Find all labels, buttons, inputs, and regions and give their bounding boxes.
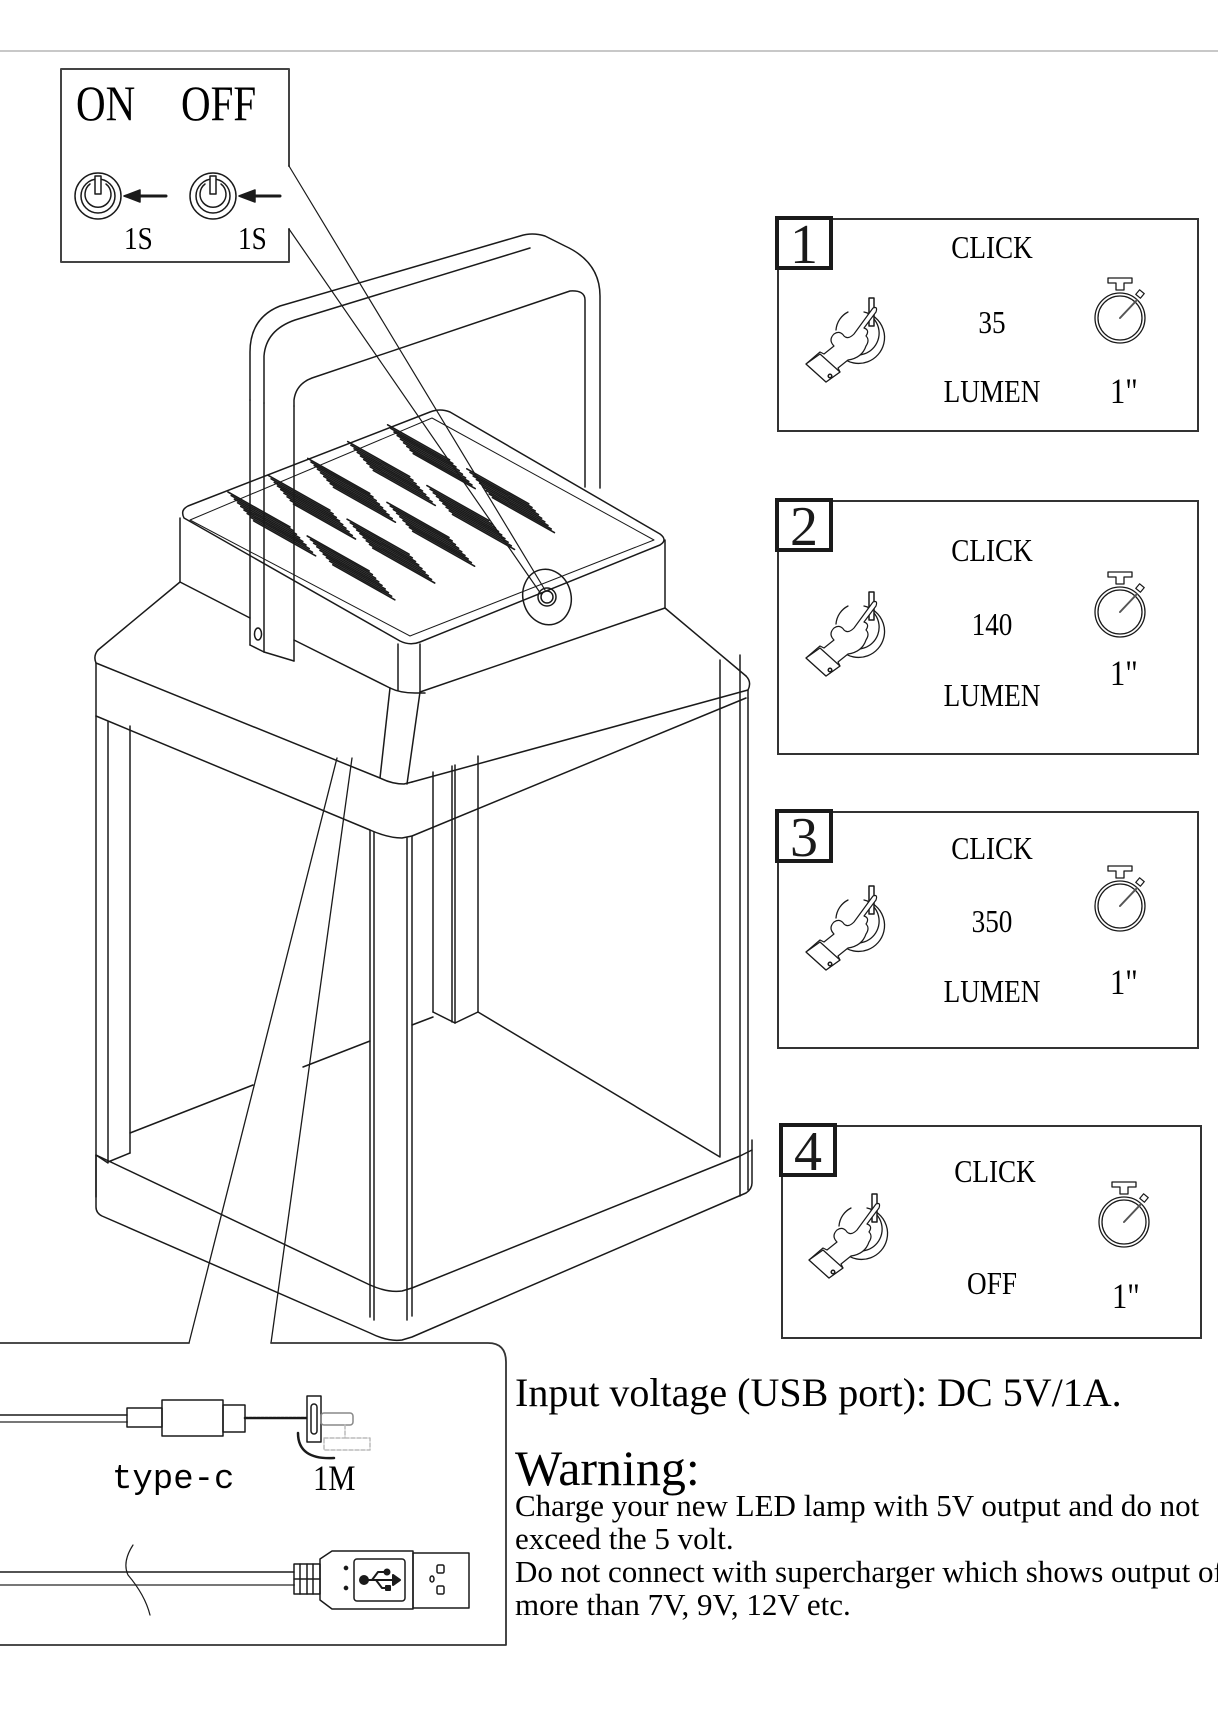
step-2-duration: 1" bbox=[1110, 653, 1138, 693]
solar-cell bbox=[465, 467, 556, 534]
step-panel-2 bbox=[777, 500, 1199, 755]
lamp-roof bbox=[94, 581, 751, 839]
step-4-action: CLICK bbox=[954, 1153, 1036, 1189]
cable-length-label: 1M bbox=[313, 1458, 356, 1498]
hand-press-button-icon bbox=[808, 1193, 889, 1279]
cable-panel-frame bbox=[0, 1342, 507, 1646]
step-number-2: 2 bbox=[775, 498, 833, 555]
power-button-icon bbox=[74, 172, 122, 220]
on-label: ON bbox=[76, 75, 136, 131]
step-1-duration: 1" bbox=[1110, 371, 1138, 411]
cable-leader-lines bbox=[188, 757, 353, 1344]
solar-cells bbox=[227, 423, 556, 601]
step-panel-3 bbox=[777, 811, 1199, 1049]
onoff-callout-frame bbox=[60, 68, 290, 263]
warning-line-2: Do not connect with supercharger which s… bbox=[515, 1554, 1218, 1622]
step-3-unit: LUMEN bbox=[943, 973, 1041, 1009]
solar-cell bbox=[306, 535, 396, 601]
step-2-value: 140 bbox=[971, 606, 1013, 642]
step-2-unit: LUMEN bbox=[943, 677, 1041, 713]
step-3-duration: 1" bbox=[1110, 962, 1138, 1002]
step-1-unit: LUMEN bbox=[943, 373, 1041, 409]
step-icons bbox=[805, 277, 1150, 1279]
solar-cell bbox=[267, 474, 357, 540]
step-2-action: CLICK bbox=[951, 532, 1033, 568]
usb-symbol-icon bbox=[359, 1568, 401, 1591]
on-hold-duration: 1S bbox=[124, 220, 153, 256]
step-number-4: 4 bbox=[779, 1123, 837, 1180]
step-number-1: 1 bbox=[775, 216, 833, 273]
stopwatch-icon bbox=[1094, 571, 1146, 638]
hand-press-button-icon bbox=[805, 591, 886, 677]
step-number-3: 3 bbox=[775, 809, 833, 866]
solar-cell bbox=[346, 440, 437, 507]
lamp-posts bbox=[95, 654, 749, 1321]
off-label: OFF bbox=[181, 75, 257, 131]
warning-line-1: Charge your new LED lamp with 5V output … bbox=[515, 1488, 1200, 1556]
stopwatch-icon bbox=[1094, 277, 1146, 344]
usb-c-plug-icon bbox=[0, 1395, 371, 1460]
hand-press-button-icon bbox=[805, 297, 886, 383]
power-button-icon bbox=[189, 172, 237, 220]
solar-cell bbox=[386, 501, 476, 568]
step-4-duration: 1" bbox=[1112, 1276, 1140, 1316]
arrow-left-icon bbox=[238, 189, 282, 203]
connector-type-label: type-c bbox=[112, 1461, 235, 1499]
top-rule bbox=[0, 50, 1218, 52]
lamp-base bbox=[95, 1011, 753, 1342]
solar-cell bbox=[346, 518, 436, 584]
off-hold-duration: 1S bbox=[238, 220, 267, 256]
roof-power-button bbox=[521, 568, 573, 626]
solar-cell bbox=[426, 484, 516, 551]
step-panel-1 bbox=[777, 218, 1199, 432]
step-panel-4 bbox=[781, 1125, 1202, 1339]
solar-panel bbox=[179, 409, 666, 694]
usb-a-plug-icon bbox=[0, 1544, 470, 1616]
step-4-value: OFF bbox=[967, 1265, 1017, 1301]
solar-cell bbox=[386, 423, 477, 490]
stopwatch-icon bbox=[1094, 865, 1146, 932]
arrow-left-icon bbox=[123, 189, 168, 203]
stopwatch-icon bbox=[1098, 1181, 1150, 1248]
solar-cell bbox=[227, 491, 317, 557]
hand-press-button-icon bbox=[805, 885, 886, 971]
step-3-value: 350 bbox=[971, 903, 1013, 939]
solar-cell bbox=[306, 457, 397, 524]
input-voltage-spec: Input voltage (USB port): DC 5V/1A. bbox=[515, 1370, 1122, 1415]
step-3-action: CLICK bbox=[951, 830, 1033, 866]
step-1-action: CLICK bbox=[951, 229, 1033, 265]
warning-title: Warning: bbox=[515, 1440, 700, 1496]
step-1-value: 35 bbox=[978, 304, 1006, 340]
